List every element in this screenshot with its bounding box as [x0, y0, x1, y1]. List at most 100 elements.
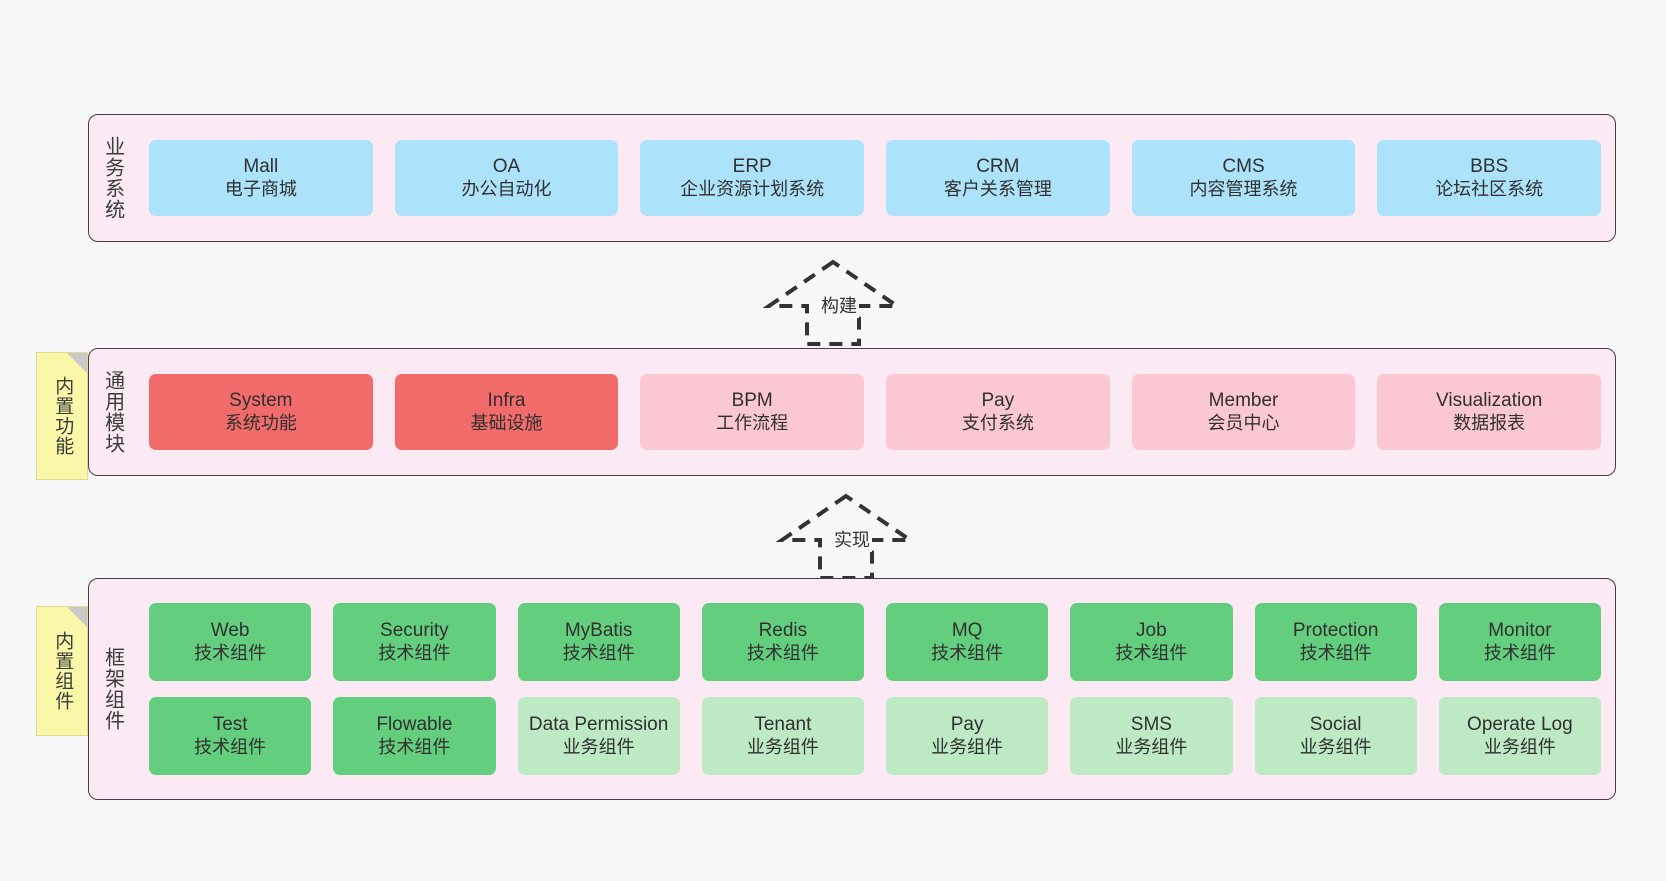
tile-desc: 内容管理系统	[1189, 178, 1298, 199]
layer-title-common-module: 通用模块	[101, 370, 124, 454]
tile-desc: 支付系统	[961, 412, 1034, 433]
tile-name: Mall	[243, 156, 279, 178]
tile-desc: 数据报表	[1453, 412, 1526, 433]
tile-desc: 系统功能	[224, 412, 297, 433]
note-fold-icon	[67, 607, 87, 627]
tile-name: MyBatis	[564, 620, 633, 642]
layer-title-framework-component: 框架组件	[101, 647, 124, 731]
tile-name: BBS	[1470, 156, 1509, 178]
tile-name: Social	[1309, 714, 1362, 736]
note-builtin-component: 内置组件	[36, 606, 88, 736]
tile-desc: 业务组件	[931, 736, 1004, 757]
tile-name: Security	[380, 620, 449, 642]
tile-desc: 技术组件	[194, 642, 267, 663]
arrow-implement-label: 实现	[832, 526, 872, 552]
arrow-build-label: 构建	[819, 292, 859, 318]
layer-title-business-system: 业务系统	[101, 136, 124, 220]
tile-desc: 技术组件	[378, 736, 451, 757]
tile-name: BPM	[731, 390, 773, 412]
tile-name: CRM	[976, 156, 1020, 178]
tile-name: Tenant	[754, 714, 812, 736]
tile-desc: 论坛社区系统	[1435, 178, 1544, 199]
tile-name: System	[229, 390, 293, 412]
tile-name: Test	[212, 714, 248, 736]
tile-desc: 技术组件	[931, 642, 1004, 663]
tile-desc: 会员中心	[1207, 412, 1280, 433]
tile-desc: 技术组件	[194, 736, 267, 757]
tile-desc: 技术组件	[746, 642, 819, 663]
tile-name: Pay	[950, 714, 984, 736]
tile-name: Pay	[981, 390, 1015, 412]
tile-desc: 业务组件	[1115, 736, 1188, 757]
tile-desc: 基础设施	[470, 412, 543, 433]
tile-name: Protection	[1292, 620, 1379, 642]
tile-desc: 技术组件	[1115, 642, 1188, 663]
tile-desc: 工作流程	[716, 412, 789, 433]
tile-desc: 客户关系管理	[943, 178, 1052, 199]
tile-name: Web	[210, 620, 250, 642]
tile-name: Redis	[758, 620, 808, 642]
tile-name: Visualization	[1436, 390, 1543, 412]
note-builtin-component-label: 内置组件	[52, 631, 74, 711]
tile-name: Flowable	[376, 714, 453, 736]
note-fold-icon	[67, 353, 87, 373]
tile-name: Job	[1136, 620, 1167, 642]
note-builtin-function-label: 内置功能	[52, 376, 74, 456]
tile-name: OA	[492, 156, 521, 178]
tile-desc: 技术组件	[562, 642, 635, 663]
tile-desc: 电子商城	[224, 178, 297, 199]
tile-name: Member	[1208, 390, 1279, 412]
tile-name: Infra	[487, 390, 526, 412]
tile-desc: 技术组件	[378, 642, 451, 663]
tile-name: SMS	[1130, 714, 1172, 736]
tile-desc: 业务组件	[1299, 736, 1372, 757]
tile-desc: 业务组件	[1483, 736, 1556, 757]
tile-desc: 办公自动化	[461, 178, 552, 199]
tile-desc: 企业资源计划系统	[680, 178, 825, 199]
tile-name: Monitor	[1488, 620, 1552, 642]
tile-desc: 业务组件	[562, 736, 635, 757]
tile-name: Data Permission	[528, 714, 669, 736]
tile-name: MQ	[951, 620, 983, 642]
tile-desc: 技术组件	[1299, 642, 1372, 663]
